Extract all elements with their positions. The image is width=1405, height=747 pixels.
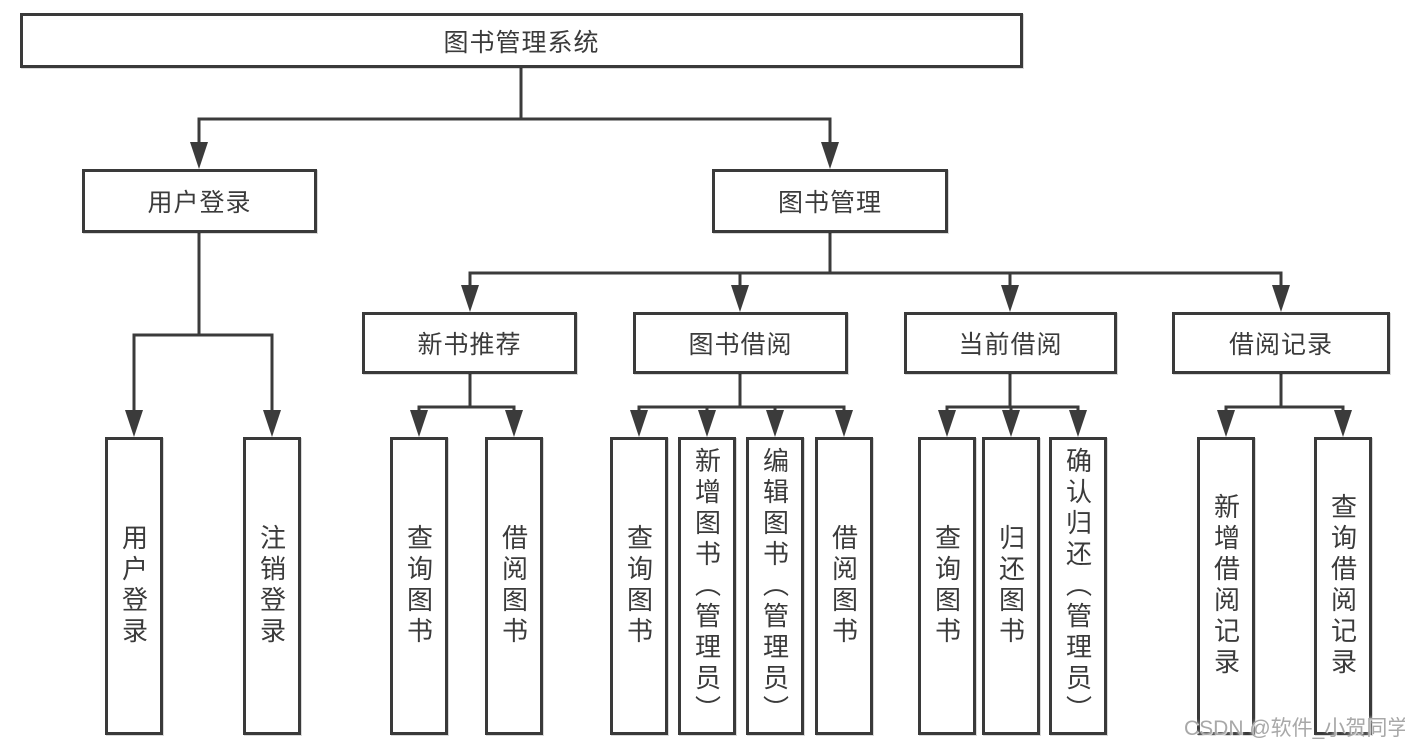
node-borrow-records: 借阅记录: [1172, 312, 1390, 374]
node-leaf-logout-label: 注销登录: [256, 524, 287, 648]
node-new-book-recommend-label: 新书推荐: [417, 331, 522, 359]
node-current-borrow-label: 当前借阅: [958, 331, 1063, 359]
node-book-management: 图书管理: [712, 169, 948, 233]
node-book-borrow-label: 图书借阅: [688, 331, 793, 359]
node-leaf-user-login: 用户登录: [105, 437, 163, 735]
node-leaf-borrow-books-1: 借阅图书: [485, 437, 543, 735]
arrowheads-current-to-leaves: [938, 410, 1087, 437]
node-leaf-query-books-2: 查询图书: [610, 437, 668, 735]
node-book-management-label: 图书管理: [777, 189, 882, 217]
arrowheads-bookmgmt-to-level3: [461, 285, 1290, 312]
node-leaf-query-books-1-label: 查询图书: [403, 524, 434, 648]
connector-newbooks-to-leaves: [417, 374, 516, 414]
node-leaf-edit-book-admin: 编辑图书（管理员）: [746, 437, 804, 735]
node-leaf-edit-book-admin-label: 编辑图书（管理员）: [759, 446, 790, 726]
node-book-borrow: 图书借阅: [633, 312, 848, 374]
connector-current-to-leaves: [945, 374, 1080, 414]
arrowheads-userlogin-to-leaves: [125, 410, 281, 437]
node-library-management-system-label: 图书管理系统: [443, 28, 600, 57]
node-leaf-query-books-3: 查询图书: [918, 437, 976, 735]
node-current-borrow: 当前借阅: [904, 312, 1117, 374]
connector-borrow-to-leaves: [637, 374, 846, 414]
arrowheads-root-to-level2: [190, 142, 839, 169]
node-leaf-add-book-admin: 新增图书（管理员）: [678, 437, 736, 735]
node-user-login: 用户登录: [82, 169, 317, 233]
node-leaf-add-book-admin-label: 新增图书（管理员）: [691, 446, 722, 726]
node-leaf-confirm-return-admin: 确认归还（管理员）: [1049, 437, 1107, 735]
node-leaf-logout: 注销登录: [243, 437, 301, 735]
node-user-login-label: 用户登录: [147, 189, 252, 217]
connector-bookmgmt-to-level3: [468, 233, 1283, 288]
node-leaf-return-book-label: 归还图书: [995, 524, 1026, 648]
csdn-watermark: CSDN @软件_小贺同学: [1184, 717, 1405, 740]
arrowheads-newbooks-to-leaves: [410, 410, 523, 437]
node-borrow-records-label: 借阅记录: [1228, 331, 1333, 359]
node-leaf-return-book: 归还图书: [982, 437, 1040, 735]
connector-userlogin-to-leaves: [132, 233, 274, 413]
node-leaf-query-borrow-record-label: 查询借阅记录: [1327, 493, 1358, 679]
node-leaf-confirm-return-admin-label: 确认归还（管理员）: [1062, 446, 1093, 726]
node-leaf-query-books-2-label: 查询图书: [623, 524, 654, 648]
node-library-management-system: 图书管理系统: [20, 13, 1023, 68]
node-leaf-borrow-books-2-label: 借阅图书: [828, 524, 859, 648]
node-leaf-query-books-1: 查询图书: [390, 437, 448, 735]
node-leaf-query-borrow-record: 查询借阅记录: [1314, 437, 1372, 735]
node-leaf-add-borrow-record-label: 新增借阅记录: [1210, 493, 1241, 679]
node-leaf-query-books-3-label: 查询图书: [931, 524, 962, 648]
arrowheads-borrow-to-leaves: [630, 410, 853, 437]
arrowheads-records-to-leaves: [1217, 410, 1352, 437]
node-leaf-borrow-books-1-label: 借阅图书: [498, 524, 529, 648]
node-new-book-recommend: 新书推荐: [362, 312, 577, 374]
node-leaf-borrow-books-2: 借阅图书: [815, 437, 873, 735]
connector-records-to-leaves: [1224, 374, 1345, 414]
node-leaf-user-login-label: 用户登录: [118, 524, 149, 648]
connector-root-to-level2: [197, 68, 832, 145]
node-leaf-add-borrow-record: 新增借阅记录: [1197, 437, 1255, 735]
